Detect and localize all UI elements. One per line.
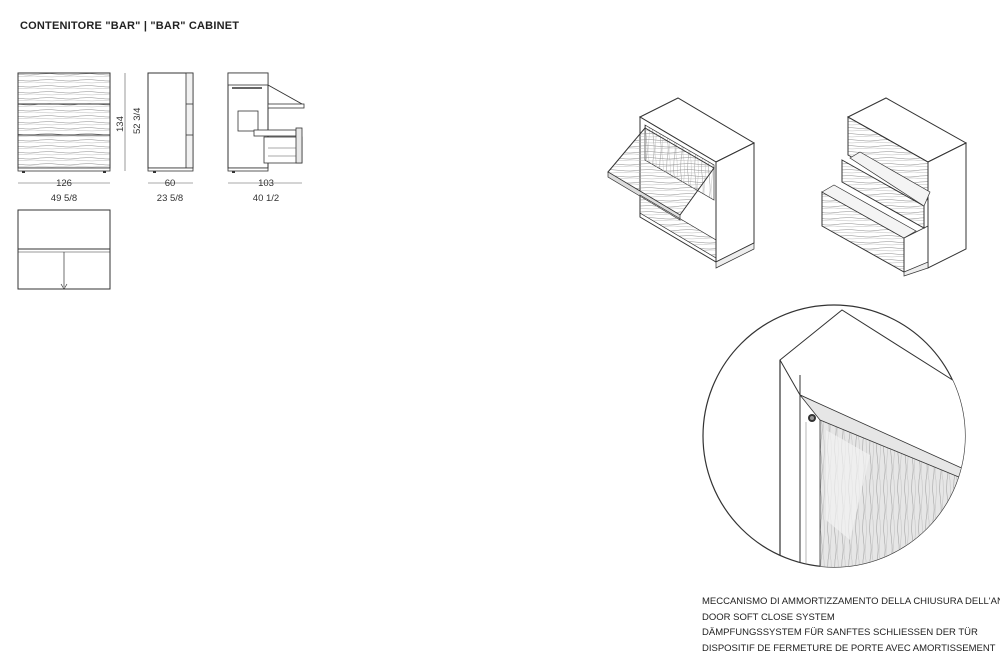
width-in-label: 49 5/8 — [50, 193, 78, 204]
detail-circle — [702, 304, 966, 568]
open-side-view — [227, 72, 305, 184]
page-title: CONTENITORE "BAR" | "BAR" CABINET — [20, 20, 240, 32]
caption-line-english: DOOR SOFT CLOSE SYSTEM — [702, 611, 835, 623]
caption-line-german: DÄMPFUNGSSYSTEM FÜR SANFTES SCHLIESSEN D… — [702, 627, 978, 638]
depth-in-label: 23 5/8 — [156, 193, 184, 204]
caption-line-italian: MECCANISMO DI AMMORTIZZAMENTO DELLA CHIU… — [702, 596, 1000, 607]
plan-view — [17, 209, 111, 290]
depth-cm-label: 60 — [164, 178, 176, 189]
isometric-open-drawers — [821, 97, 968, 277]
detail-caption: MECCANISMO DI AMMORTIZZAMENTO DELLA CHIU… — [702, 594, 1000, 656]
height-in-label: 52 3/4 — [132, 107, 143, 134]
width-cm-label: 126 — [56, 178, 72, 189]
isometric-open-flap — [607, 97, 756, 269]
side-view — [147, 72, 194, 184]
height-cm-label: 134 — [115, 116, 126, 132]
open-depth-in-label: 40 1/2 — [252, 193, 280, 204]
front-view — [17, 72, 126, 184]
caption-line-french: DISPOSITIF DE FERMETURE DE PORTE AVEC AM… — [702, 642, 996, 654]
open-depth-cm-label: 103 — [258, 178, 274, 189]
